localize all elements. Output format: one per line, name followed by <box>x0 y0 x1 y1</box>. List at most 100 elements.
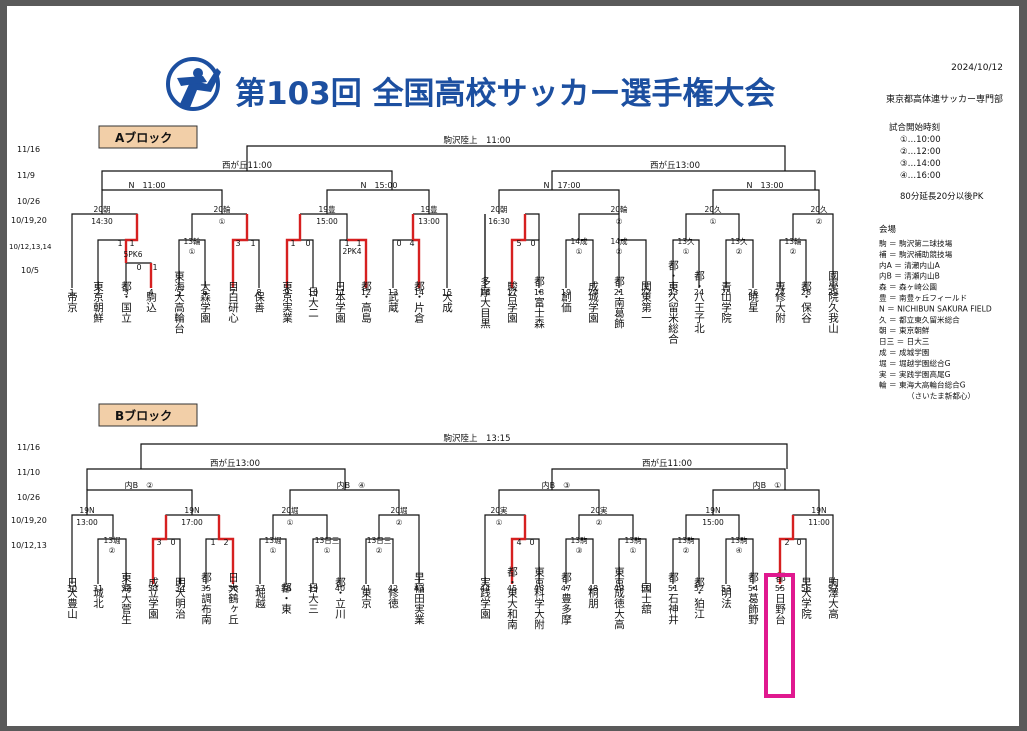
team-name: 都・石神井 <box>667 572 679 625</box>
date-label: 10/12,13 <box>11 541 47 550</box>
qf-venue-time: N 13:00 <box>746 181 783 190</box>
bracket-line <box>178 239 206 288</box>
seed-number: 24 <box>694 288 704 297</box>
team-name: 日大鶴ヶ丘 <box>227 572 239 625</box>
r16-venue-time: 19N <box>811 506 826 515</box>
bracket-line <box>101 170 393 190</box>
r16-venue-time: 14:30 <box>91 217 113 226</box>
venue-row: 日三 ＝ 日大三 <box>879 336 930 346</box>
bracket-line <box>778 515 795 584</box>
r16-venue-time: 16:30 <box>488 217 510 226</box>
score: 1 <box>152 263 157 272</box>
seed-number: 3 <box>123 288 128 297</box>
r16-venue-time: 20久 <box>810 204 828 214</box>
bracket-sheet: 第103回 全国高校サッカー選手権大会 2024/10/12 東京都高体連サッカ… <box>7 6 1019 726</box>
team-name: 都・狛江 <box>693 577 705 619</box>
bracket-line <box>618 538 647 584</box>
team-name: 日大二 <box>307 286 319 318</box>
bracket-line <box>289 489 400 515</box>
score: 1 <box>117 239 122 248</box>
score: 0 <box>136 263 141 272</box>
seed-number: 39 <box>308 584 318 593</box>
bracket-line <box>124 214 139 263</box>
venue-row: 内A ＝ 清瀬内山A <box>879 260 941 270</box>
bracket-line <box>565 538 594 584</box>
bracket-line <box>551 468 786 490</box>
bracket-line <box>498 189 620 214</box>
score: 0 <box>170 538 175 547</box>
r16-venue-time: 20久 <box>704 204 722 214</box>
team-name: 都・保谷 <box>800 281 812 324</box>
bracket-line <box>231 214 249 288</box>
block-b-label: Bブロック <box>115 408 172 423</box>
r16-venue-time: ② <box>816 217 823 226</box>
score: 3 <box>156 538 161 547</box>
issue-date: 2024/10/12 <box>951 63 1003 73</box>
r1-venue-time: 13駒 <box>677 535 695 545</box>
start-time-row: ②…12:00 <box>900 147 941 157</box>
semi-venue-time: 西が丘13:00 <box>210 458 260 469</box>
r1-venue-time: ② <box>109 546 116 555</box>
seed-number: 51 <box>668 584 678 593</box>
score: 1 <box>210 538 215 547</box>
block-a-label-box <box>98 125 198 149</box>
bracket-line <box>101 189 223 214</box>
team-name: 都・葛飾野 <box>747 572 759 625</box>
venue-row: 堀 ＝ 堀越学園総合G <box>879 358 951 368</box>
seed-number: 29 <box>828 288 838 297</box>
bracket-line <box>411 214 421 288</box>
score: 4 <box>516 538 521 547</box>
team-name: 東京朝鮮 <box>92 280 104 324</box>
venues-title: 会場 <box>879 224 897 235</box>
team-name: 都・南葛飾 <box>613 276 625 329</box>
team-name: 日大豊山 <box>66 577 78 619</box>
r16-venue-time: 13:00 <box>76 518 98 527</box>
overtime-note: 80分延長20分以後PK <box>900 191 984 202</box>
seed-number: 27 <box>775 288 785 297</box>
bracket-line <box>578 213 620 240</box>
r1-venue-time: ④ <box>736 546 743 555</box>
team-name: 東京 <box>360 587 372 610</box>
seed-number: 26 <box>748 288 758 297</box>
team-name: 國學院久我山 <box>827 271 839 334</box>
r16-venue-time: ② <box>596 518 603 527</box>
seed-number: 28 <box>801 288 811 297</box>
score: 0 <box>396 239 401 248</box>
team-name: 国士舘 <box>640 582 652 614</box>
team-name: 修徳 <box>387 587 399 610</box>
team-name: 暁星 <box>747 292 759 313</box>
team-name: 東京成徳大高 <box>613 566 625 631</box>
score: 1 <box>290 239 295 248</box>
r16-venue-time: 11:00 <box>808 518 830 527</box>
r16-venue-time: ① <box>219 217 226 226</box>
team-name: 東京 <box>360 587 372 610</box>
team-name: 都・東大和南 <box>506 567 518 630</box>
team-name: 都・高島 <box>360 281 372 324</box>
score: 0 <box>529 538 534 547</box>
bracket-line <box>86 489 193 515</box>
team-name: 國學院久我山 <box>827 271 839 334</box>
seed-number: 14 <box>414 288 424 297</box>
bracket-line <box>672 239 700 288</box>
seed-number: 22 <box>641 288 651 297</box>
team-name: 都・豊多摩 <box>560 572 572 625</box>
final-venue-time: 駒沢陸上 11:00 <box>444 135 511 146</box>
team-name: 帝京 <box>66 291 78 314</box>
seed-number: 53 <box>721 584 731 593</box>
bracket-line <box>378 514 420 584</box>
team-name: 都・狛江 <box>693 577 705 619</box>
team-name: 保善 <box>253 291 265 314</box>
bracket-line <box>792 213 834 288</box>
bracket-line <box>565 239 594 288</box>
venue-row: 成 ＝ 成城学園 <box>879 347 929 357</box>
seed-number: 40 <box>335 584 345 593</box>
team-name: 創価 <box>560 291 572 313</box>
r16-venue-time: ② <box>396 518 403 527</box>
score: 1 <box>129 239 134 248</box>
r1-venue-time: 13輪 <box>784 236 802 246</box>
team-name: 城北 <box>92 588 104 609</box>
team-name: 多摩大目黒 <box>479 275 491 329</box>
score: 4 <box>409 239 414 248</box>
team-name: 東海大菅生 <box>120 571 132 624</box>
seed-number: 43 <box>414 584 424 593</box>
